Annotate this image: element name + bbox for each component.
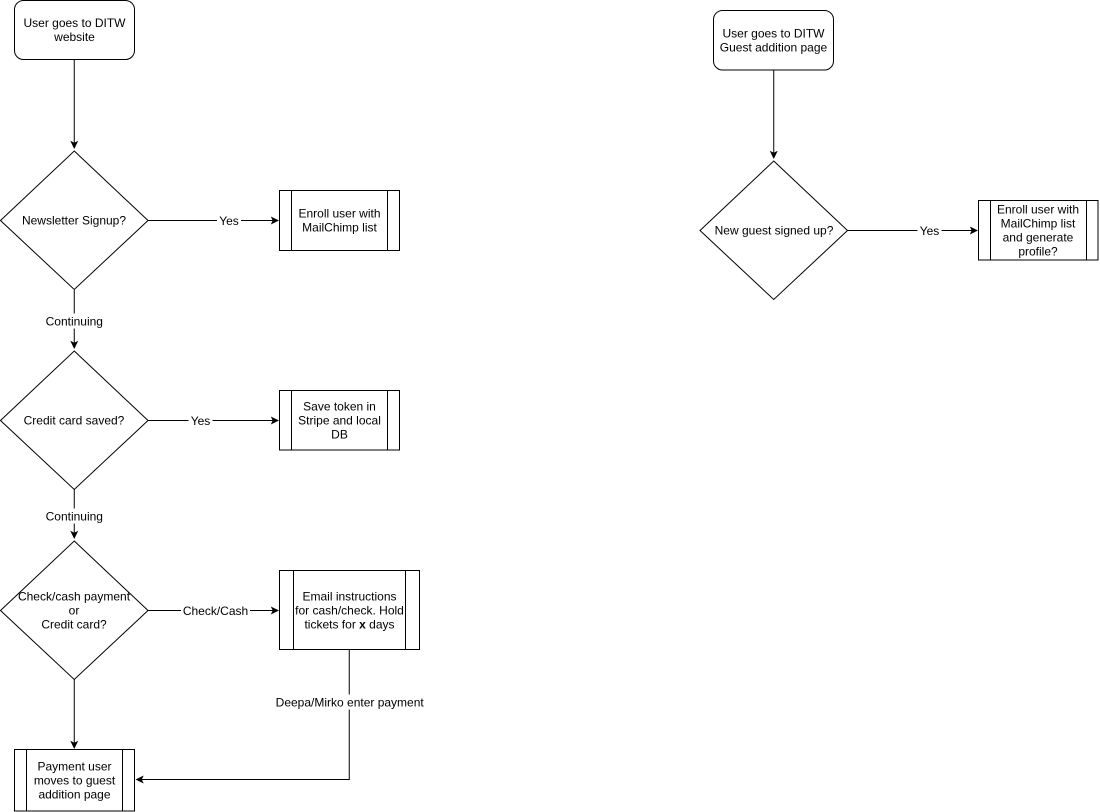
svg-text:Check/Cash: Check/Cash [183,604,248,618]
svg-text:tickets for x days: tickets for x days [304,617,394,631]
svg-text:or: or [69,603,80,617]
svg-text:moves to guest: moves to guest [34,773,116,787]
svg-text:Deepa/Mirko enter payment: Deepa/Mirko enter payment [276,695,425,709]
svg-text:profile?: profile? [1018,244,1058,258]
svg-text:for cash/check. Hold: for cash/check. Hold [295,603,404,617]
svg-text:Yes: Yes [191,414,211,428]
svg-text:MailChimp list: MailChimp list [1001,216,1076,230]
svg-text:Guest addition page: Guest addition page [720,40,828,54]
svg-text:Newsletter Signup?: Newsletter Signup? [22,213,126,227]
svg-text:Credit card saved?: Credit card saved? [24,413,125,427]
svg-text:Email instructions: Email instructions [302,589,396,603]
svg-text:Check/cash payment: Check/cash payment [18,589,131,603]
svg-text:addition page: addition page [38,787,110,801]
svg-text:Enroll user with: Enroll user with [997,202,1079,216]
svg-text:Continuing: Continuing [46,314,103,328]
svg-text:DB: DB [331,427,348,441]
svg-text:Credit card?: Credit card? [41,617,107,631]
svg-text:website: website [53,30,95,44]
svg-text:User goes to DITW: User goes to DITW [23,16,126,30]
svg-text:Yes: Yes [920,224,940,238]
svg-text:Stripe and local: Stripe and local [298,413,381,427]
svg-text:Payment user: Payment user [37,759,111,773]
svg-text:User goes to DITW: User goes to DITW [722,26,825,40]
svg-text:Enroll user with: Enroll user with [298,206,380,220]
svg-text:New guest signed up?: New guest signed up? [715,223,834,237]
svg-text:and generate: and generate [1003,230,1074,244]
svg-text:Continuing: Continuing [46,509,103,523]
svg-text:Yes: Yes [219,214,239,228]
svg-text:Save token in: Save token in [303,399,376,413]
svg-text:MailChimp list: MailChimp list [302,220,377,234]
